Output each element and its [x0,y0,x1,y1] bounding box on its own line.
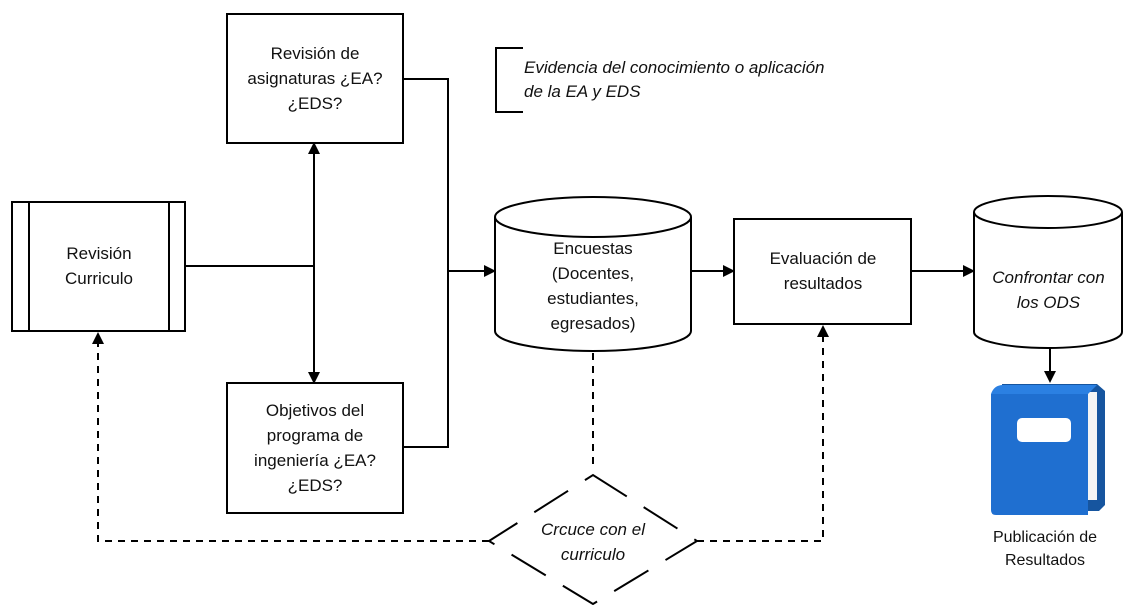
evaluacion-label: Evaluación de resultados [769,249,877,293]
encuestas-cylinder [494,196,692,352]
revision-curriculo-label: Revisión Curriculo [64,244,134,288]
objetivos-to-merge-line [403,271,449,448]
cruce-label: Crcuce con el curriculo [541,520,645,564]
revision-curriculo-box [11,201,186,332]
cruce-to-curriculo-dashed-arrow [92,332,489,542]
publicacion-resultados-caption: Publicación de Resultados [992,529,1098,569]
book-icon [991,384,1105,515]
evidence-annotation: Evidencia del conocimiento o aplicación … [524,58,825,101]
confrontar-label: Confrontar con los ODS [992,268,1105,312]
annotation-bracket [495,47,523,113]
confrontar-cylinder [973,195,1123,349]
revision-asignaturas-label: Revisión de asignaturas ¿EA? ¿EDS? [247,43,383,113]
cruce-to-evaluacion-dashed-arrow [697,325,829,542]
revision-asignaturas-box [226,13,404,144]
cruce-diamond [487,473,699,605]
evaluacion-box [733,218,912,325]
objetivos-programa-box [226,382,404,514]
asignaturas-to-merge-line [403,78,449,271]
encuestas-label: Encuestas (Docentes, estudiantes, egresa… [547,239,639,333]
objetivos-programa-label: Objetivos del programa de ingeniería ¿EA… [254,401,376,495]
